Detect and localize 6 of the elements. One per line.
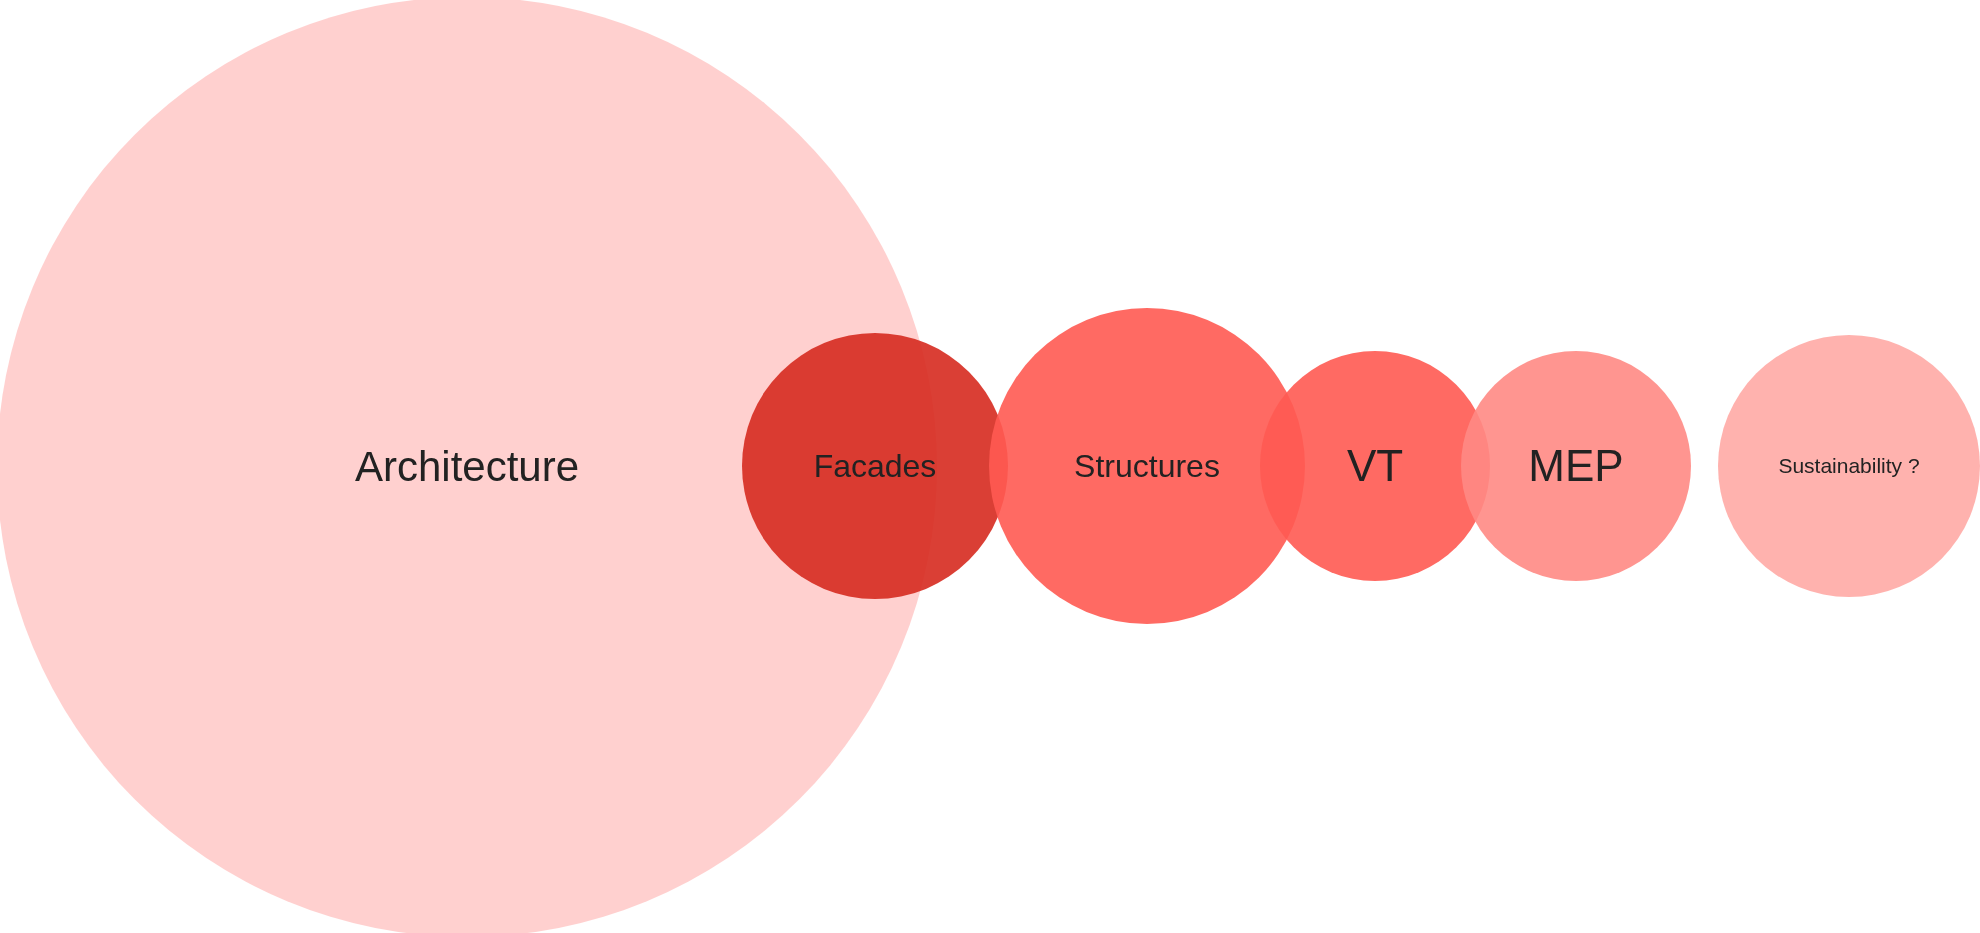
bubble-label: Structures bbox=[1073, 447, 1221, 485]
bubble-label: Facades bbox=[812, 447, 938, 485]
bubble-label: Sustainability ? bbox=[1777, 454, 1921, 478]
bubble-label: MEP bbox=[1527, 441, 1625, 491]
bubble-label: Architecture bbox=[353, 443, 581, 491]
bubble-label: VT bbox=[1345, 441, 1405, 491]
